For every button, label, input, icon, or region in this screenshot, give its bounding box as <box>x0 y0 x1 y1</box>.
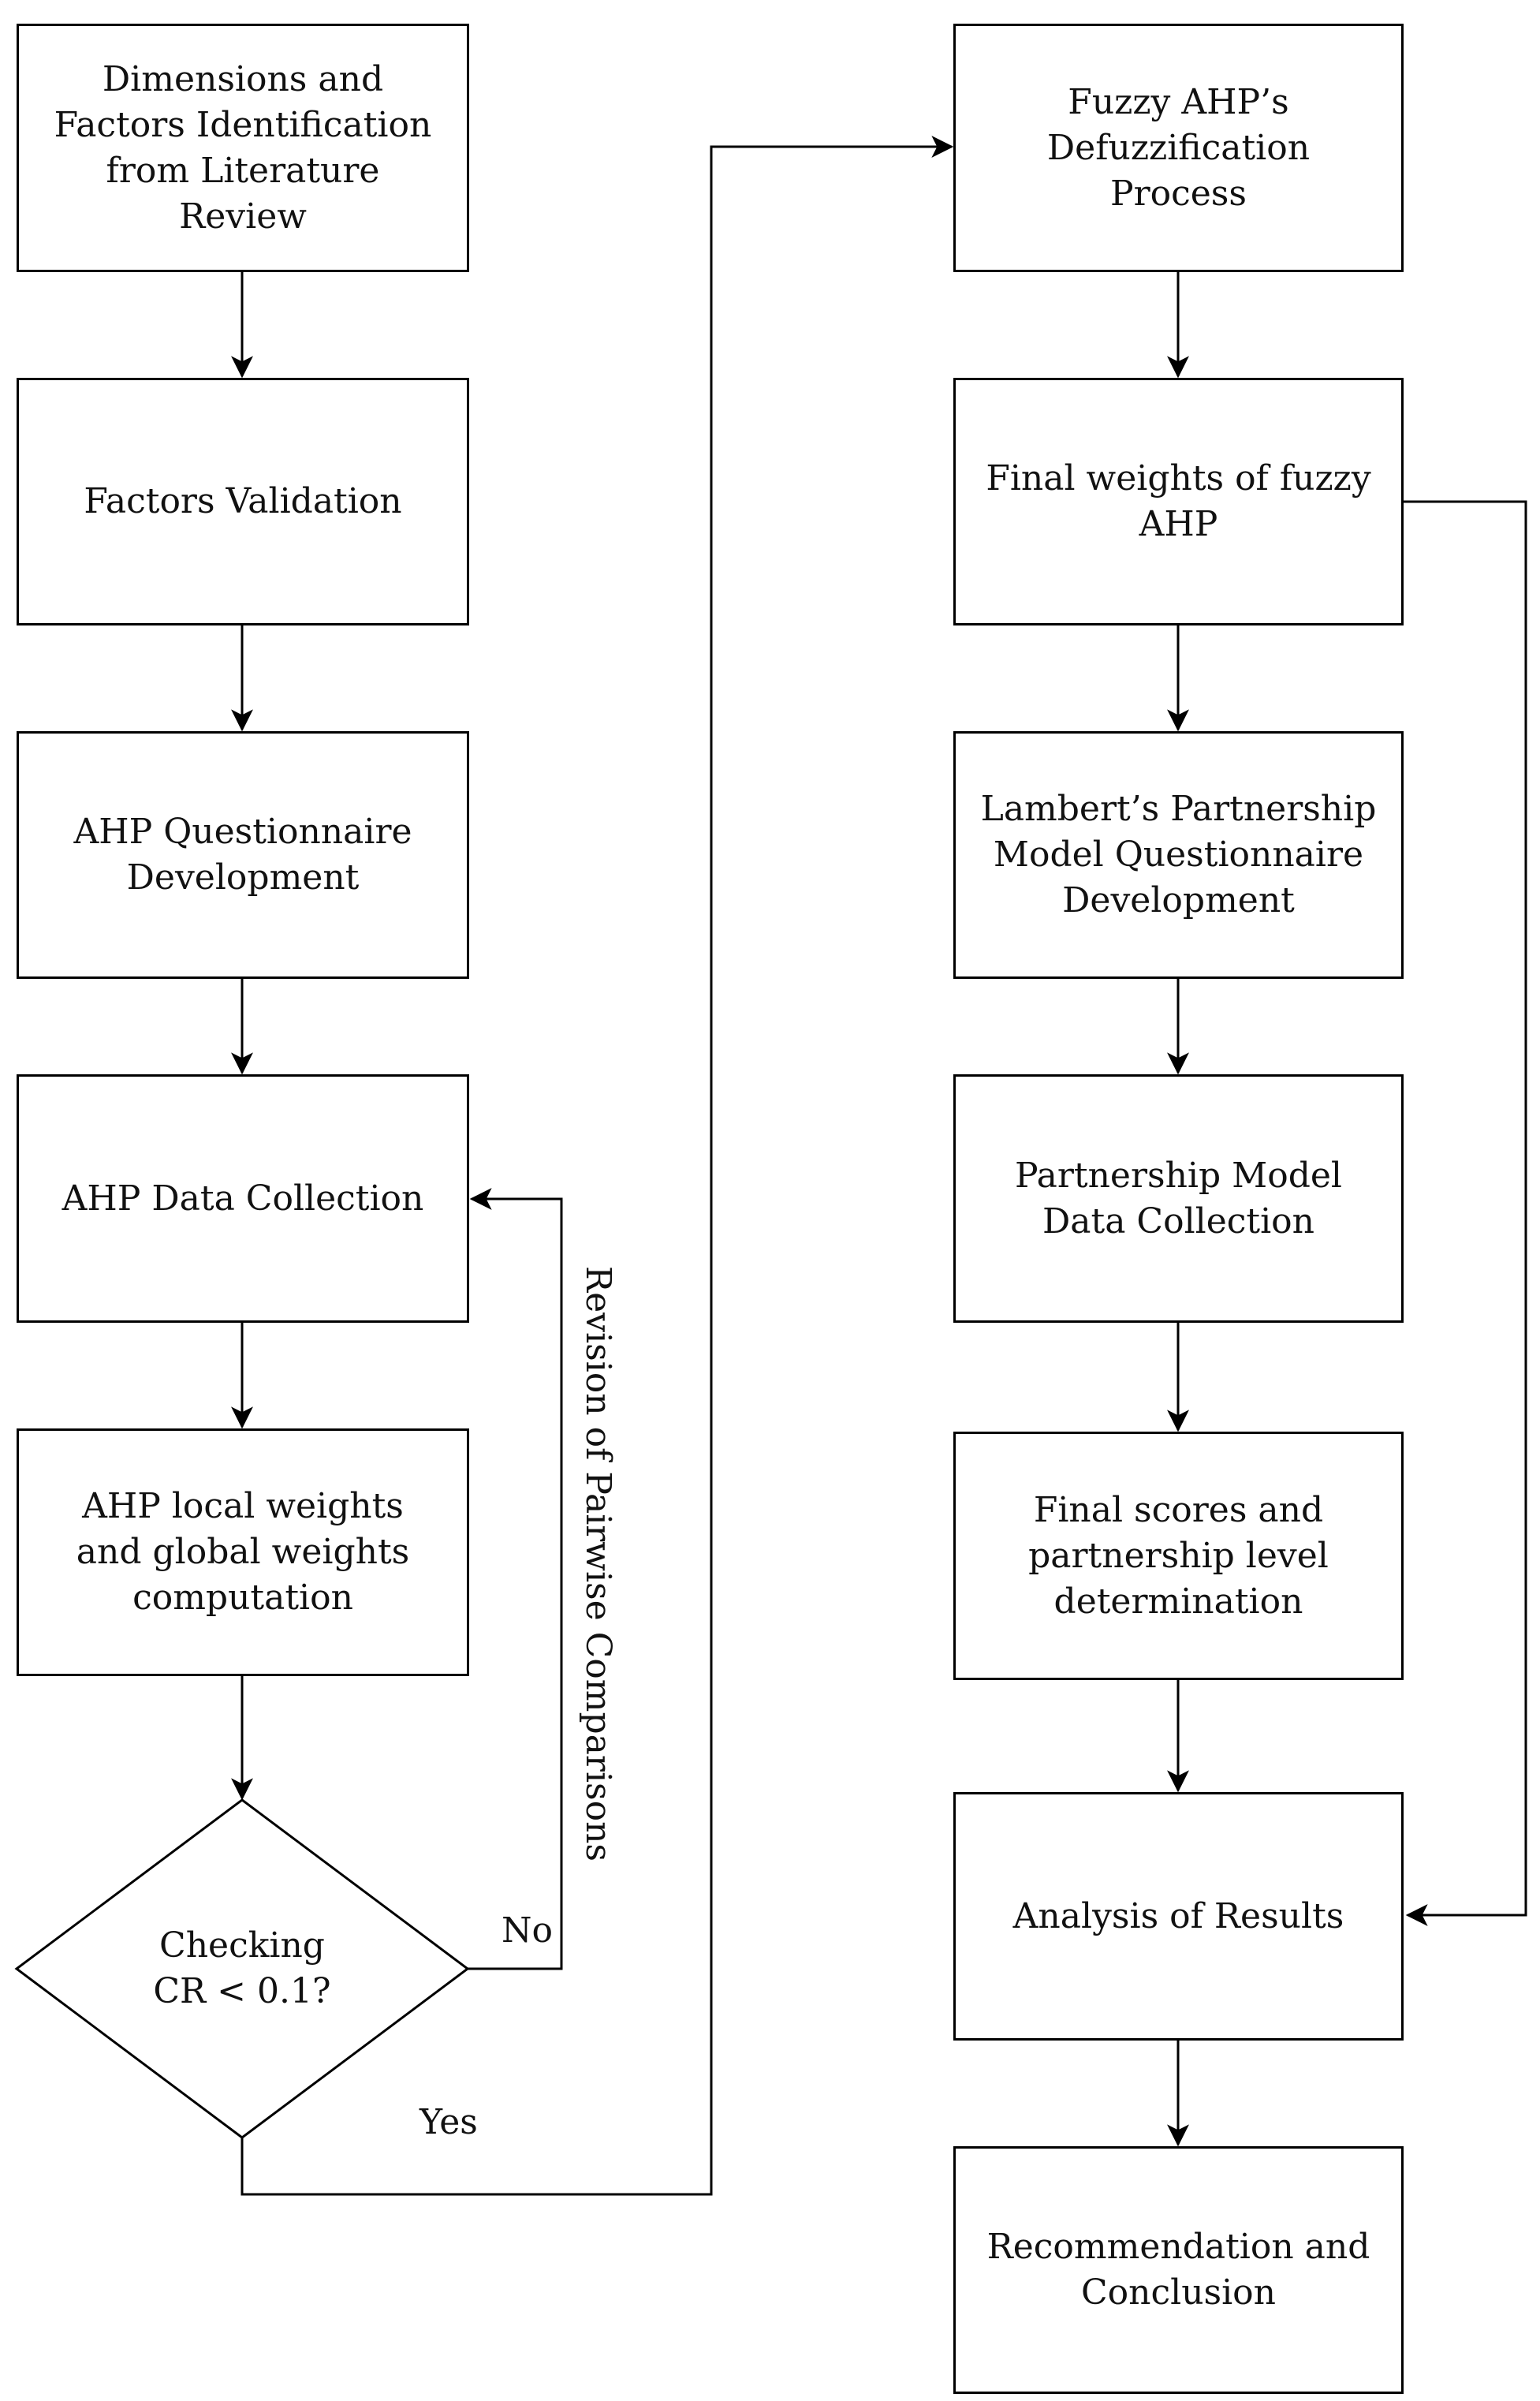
box-lambert-questionnaire-label: Lambert’s Partnership Model Questionnair… <box>980 789 1377 920</box>
box-recommendation-conclusion-label: Recommendation and Conclusion <box>986 2227 1370 2313</box>
yes-label: Yes <box>419 2102 478 2142</box>
box-ahp-questionnaire-label: AHP Questionnaire Development <box>73 812 412 898</box>
box-analysis-of-results-label: Analysis of Results <box>1012 1895 1344 1936</box>
arrow-finalweights-to-analysis <box>1404 500 1527 1926</box>
box-partnership-data-collection: Partnership Model Data Collection <box>953 1074 1404 1323</box>
box-final-scores: Final scores and partnership level deter… <box>953 1432 1404 1680</box>
box-dimensions-identification-label: Dimensions and Factors Identification fr… <box>54 58 432 237</box>
box-ahp-data-collection-label: AHP Data Collection <box>62 1178 424 1219</box>
box-recommendation-conclusion: Recommendation and Conclusion <box>953 2146 1404 2394</box>
decision-label: Checking CR < 0.1? <box>84 1923 400 2015</box>
box-ahp-questionnaire: AHP Questionnaire Development <box>17 731 469 979</box>
arrow-no-revision-loop <box>468 1188 563 1970</box>
box-ahp-weights-computation: AHP local weights and global weights com… <box>17 1428 469 1676</box>
revision-label: Revision of Pairwise Comparisons <box>578 1266 618 1862</box>
decision-label-line2: CR < 0.1? <box>153 1971 331 2011</box>
box-dimensions-identification: Dimensions and Factors Identification fr… <box>17 24 469 272</box>
box-lambert-questionnaire: Lambert’s Partnership Model Questionnair… <box>953 731 1404 979</box>
no-label: No <box>502 1910 553 1951</box>
box-fuzzy-defuzzification-label: Fuzzy AHP’s Defuzzification Process <box>1046 81 1311 214</box>
decision-label-line1: Checking <box>159 1925 325 1966</box>
box-partnership-data-collection-label: Partnership Model Data Collection <box>1015 1155 1342 1242</box>
box-final-weights-label: Final weights of fuzzy AHP <box>986 458 1371 544</box>
box-factors-validation: Factors Validation <box>17 378 469 625</box>
box-ahp-weights-computation-label: AHP local weights and global weights com… <box>76 1486 410 1618</box>
box-final-weights: Final weights of fuzzy AHP <box>953 378 1404 625</box>
box-fuzzy-defuzzification: Fuzzy AHP’s Defuzzification Process <box>953 24 1404 272</box>
arrow-yes-to-fuzzy <box>241 136 954 2196</box>
box-final-scores-label: Final scores and partnership level deter… <box>1028 1489 1329 1622</box>
box-ahp-data-collection: AHP Data Collection <box>17 1074 469 1323</box>
box-factors-validation-label: Factors Validation <box>84 481 402 521</box>
box-analysis-of-results: Analysis of Results <box>953 1792 1404 2041</box>
